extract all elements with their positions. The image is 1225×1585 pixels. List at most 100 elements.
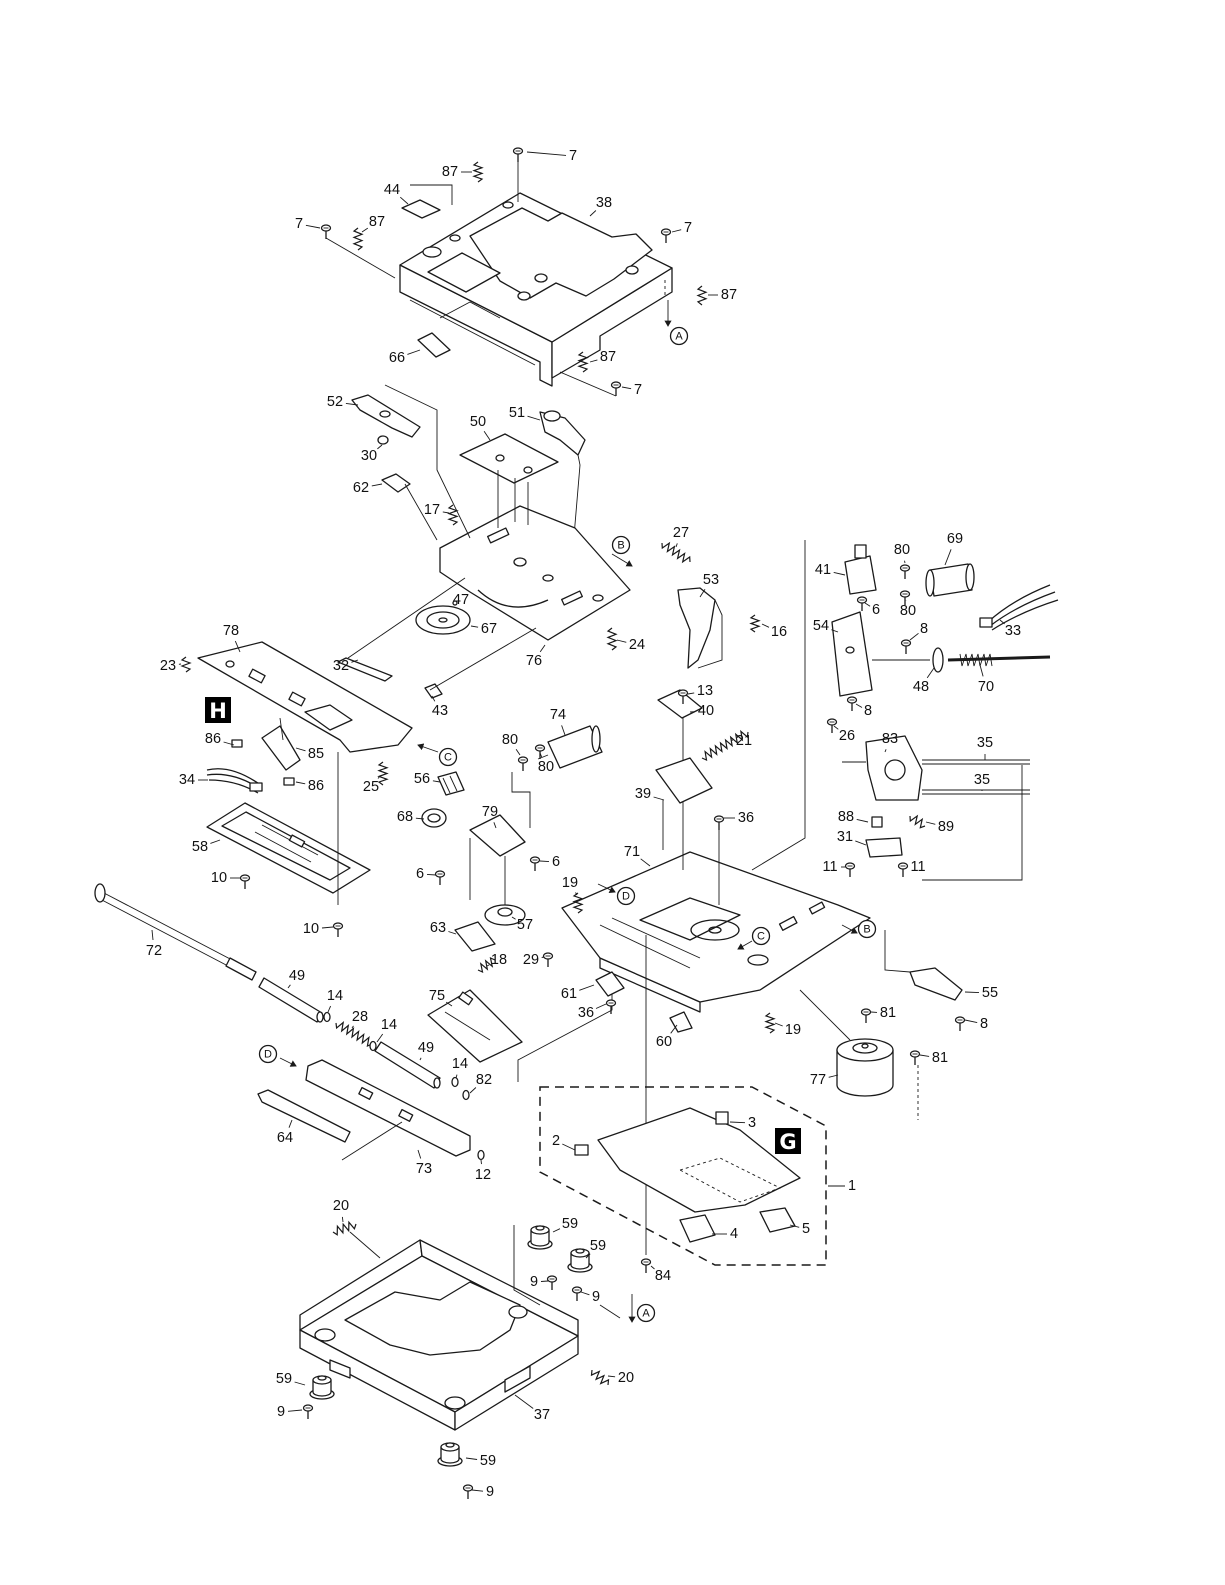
part-66 [417,332,451,358]
callout-number: 64 [277,1130,293,1146]
section-box-mark: H [205,697,231,723]
callout-number: 86 [205,731,221,747]
callout-49: 49 [287,968,305,989]
leader-line [426,873,437,876]
leader-line [483,430,491,441]
leader-line [287,1409,303,1412]
callout-86: 86 [205,731,235,747]
callout-number: 14 [327,988,343,1004]
leader-line [925,821,936,825]
callout-57: 57 [511,916,533,933]
callout-number: 78 [223,623,239,639]
bracket-73 [305,1059,471,1157]
callout-17: 17 [424,502,450,518]
callout-81: 81 [870,1005,896,1021]
callout-number: 68 [397,809,413,825]
reference-arrow [597,883,616,893]
callout-number: 35 [977,735,993,751]
bottom-frame-37 [299,1225,621,1431]
callout-number: 89 [938,819,954,835]
screw [897,862,909,877]
callout-number: 38 [596,195,612,211]
callout-number: 87 [600,349,616,365]
screw [320,224,332,239]
screw [846,696,858,711]
callout-77: 77 [810,1072,839,1088]
callout-8: 8 [964,1016,988,1032]
section-letter: G [779,1130,796,1154]
leader-line [729,1121,746,1124]
callout-number: 58 [192,839,208,855]
callout-number: 43 [432,703,448,719]
callout-43: 43 [431,695,448,719]
leader-line [345,402,359,406]
part-60 [669,1011,693,1033]
callout-38: 38 [589,195,612,217]
reference-arrow [737,940,753,950]
callout-20: 20 [333,1198,349,1223]
callout-2: 2 [552,1133,576,1151]
leader-line [539,860,550,863]
callout-4: 4 [712,1226,738,1242]
leader-line [856,818,869,823]
callout-number: 59 [590,1238,606,1254]
screw [239,874,251,889]
screw [954,1016,966,1031]
connector-4 [679,1214,716,1243]
leader-line [675,543,678,548]
callout-7: 7 [621,382,642,398]
callout-number: 30 [361,448,377,464]
callout-number: 6 [416,866,424,882]
callout-number: 47 [453,592,469,608]
callout-53: 53 [699,572,719,598]
screw [302,1404,314,1419]
callout-number: 4 [730,1226,738,1242]
reference-arrow [279,1057,297,1067]
leader-line [621,386,632,390]
reference-circle: A [664,300,689,346]
leader-line [377,444,383,450]
callout-39: 39 [635,786,665,802]
part-88 [871,816,883,828]
callout-55: 55 [964,985,998,1001]
callout-8: 8 [909,621,928,641]
leader-line [288,1119,293,1128]
reference-circle: D [597,883,636,906]
callout-24: 24 [616,637,645,653]
callout-number: 14 [452,1056,468,1072]
spring [332,1220,357,1236]
callout-80: 80 [502,732,521,756]
leader-line [539,644,546,653]
spindle-motor-77 [836,1038,919,1120]
callout-number: 79 [482,804,498,820]
gear-48 [932,647,944,673]
callout-number: 59 [562,1216,578,1232]
leader-line [944,549,952,566]
callout-number: 87 [369,214,385,230]
callout-number: 21 [736,733,752,749]
callout-3: 3 [729,1115,756,1131]
part-86 [283,777,295,786]
leader-line [471,1489,484,1492]
callout-number: 5 [802,1221,810,1237]
reference-letter: A [675,331,683,343]
callout-14: 14 [376,1017,397,1043]
callout-10: 10 [303,921,334,937]
callout-number: 29 [523,952,539,968]
callout-67: 67 [470,621,497,637]
leader-line [514,1394,534,1409]
leader-line [377,775,381,779]
part-61 [595,971,625,997]
callout-number: 27 [673,525,689,541]
callout-number: 16 [771,624,787,640]
spring [477,956,496,974]
callout-80: 80 [894,542,910,564]
leader-line [432,780,441,783]
callout-number: 51 [509,405,525,421]
leader-line [361,227,369,233]
reference-letter: C [444,752,452,764]
callout-63: 63 [430,920,457,936]
pcb-assembly [539,1086,827,1266]
callout-28: 28 [351,1009,368,1029]
